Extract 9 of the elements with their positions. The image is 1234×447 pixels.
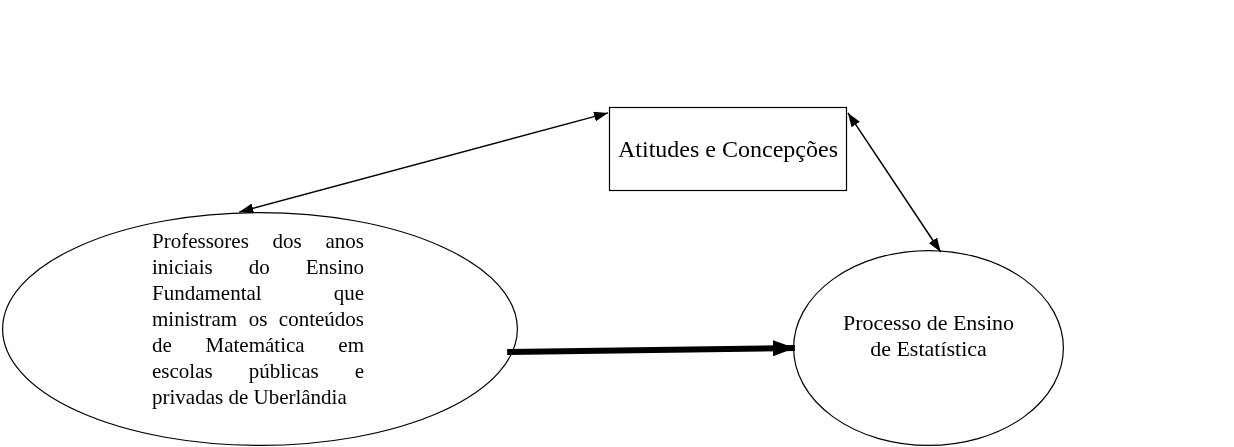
arrow xyxy=(238,111,609,214)
node-label: Professores dos anos iniciais do Ensino Fundamental que ministram os conteúdos de Matemática em escolas públicas e privadas de Uberlândia xyxy=(152,228,364,410)
arrow xyxy=(847,112,942,253)
node-label: Atitudes e Concepções xyxy=(617,135,839,164)
arrow xyxy=(507,340,795,357)
concept-box xyxy=(609,107,847,191)
node-label: Processo de Ensino de Estatística xyxy=(841,310,1016,362)
concept-ellipse xyxy=(2,212,518,446)
concept-ellipse xyxy=(793,250,1064,446)
